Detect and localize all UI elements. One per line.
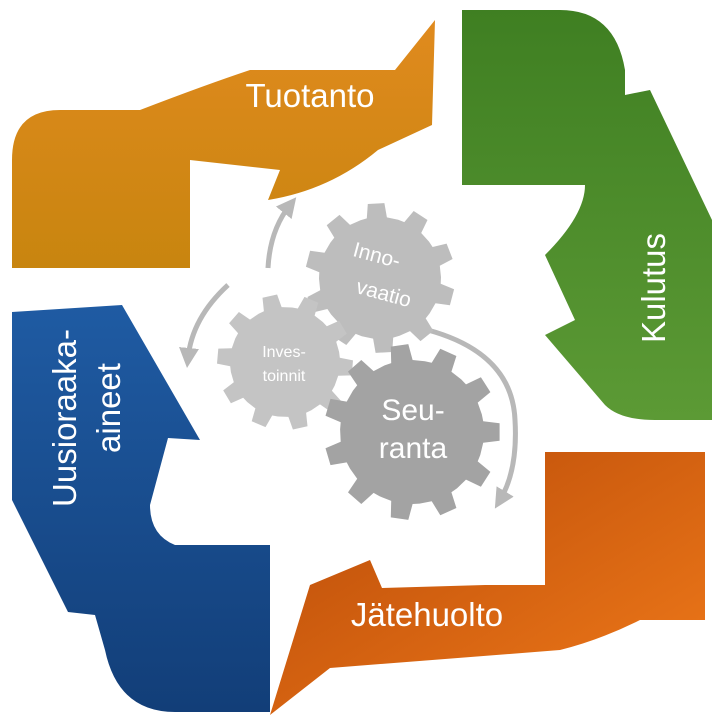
gear-investoinnit-shape bbox=[217, 294, 353, 430]
uusioraaka-label-line2: aineet bbox=[90, 363, 127, 453]
gear-cycle-arrows bbox=[179, 197, 518, 509]
uusioraaka-label-line1: Uusioraaka- bbox=[46, 329, 83, 507]
investoinnit-gear bbox=[217, 294, 353, 430]
gear-innovaatio-shape bbox=[305, 203, 455, 353]
tuotanto-arrow-shape bbox=[12, 20, 435, 268]
jatehuolto-label: Jätehuolto bbox=[351, 596, 503, 633]
arrow-to-jatehuolto bbox=[419, 325, 518, 509]
kulutus-arrow-shape bbox=[462, 10, 712, 420]
jatehuolto-arrow-shape bbox=[270, 452, 705, 715]
arrow-to-uusioraaka bbox=[179, 283, 230, 368]
uusioraaka-arrow-shape bbox=[12, 305, 270, 712]
investoinnit-label-line2: toinnit bbox=[263, 368, 306, 385]
seuranta-label-line2: ranta bbox=[379, 432, 448, 465]
uusioraaka-arrow: Uusioraaka- aineet bbox=[12, 305, 270, 712]
arrow-to-tuotanto bbox=[265, 197, 297, 269]
jatehuolto-arrow: Jätehuolto bbox=[270, 452, 705, 715]
kulutus-arrow: Kulutus bbox=[462, 10, 712, 420]
investoinnit-label-line1: Inves- bbox=[262, 344, 306, 361]
tuotanto-arrow: Tuotanto bbox=[12, 20, 435, 268]
seuranta-gear bbox=[325, 344, 500, 520]
kulutus-label: Kulutus bbox=[635, 233, 672, 343]
seuranta-label-line1: Seu- bbox=[381, 394, 444, 427]
innovaatio-gear bbox=[305, 203, 455, 353]
gear-seuranta-shape bbox=[325, 344, 500, 520]
tuotanto-label: Tuotanto bbox=[245, 77, 374, 114]
